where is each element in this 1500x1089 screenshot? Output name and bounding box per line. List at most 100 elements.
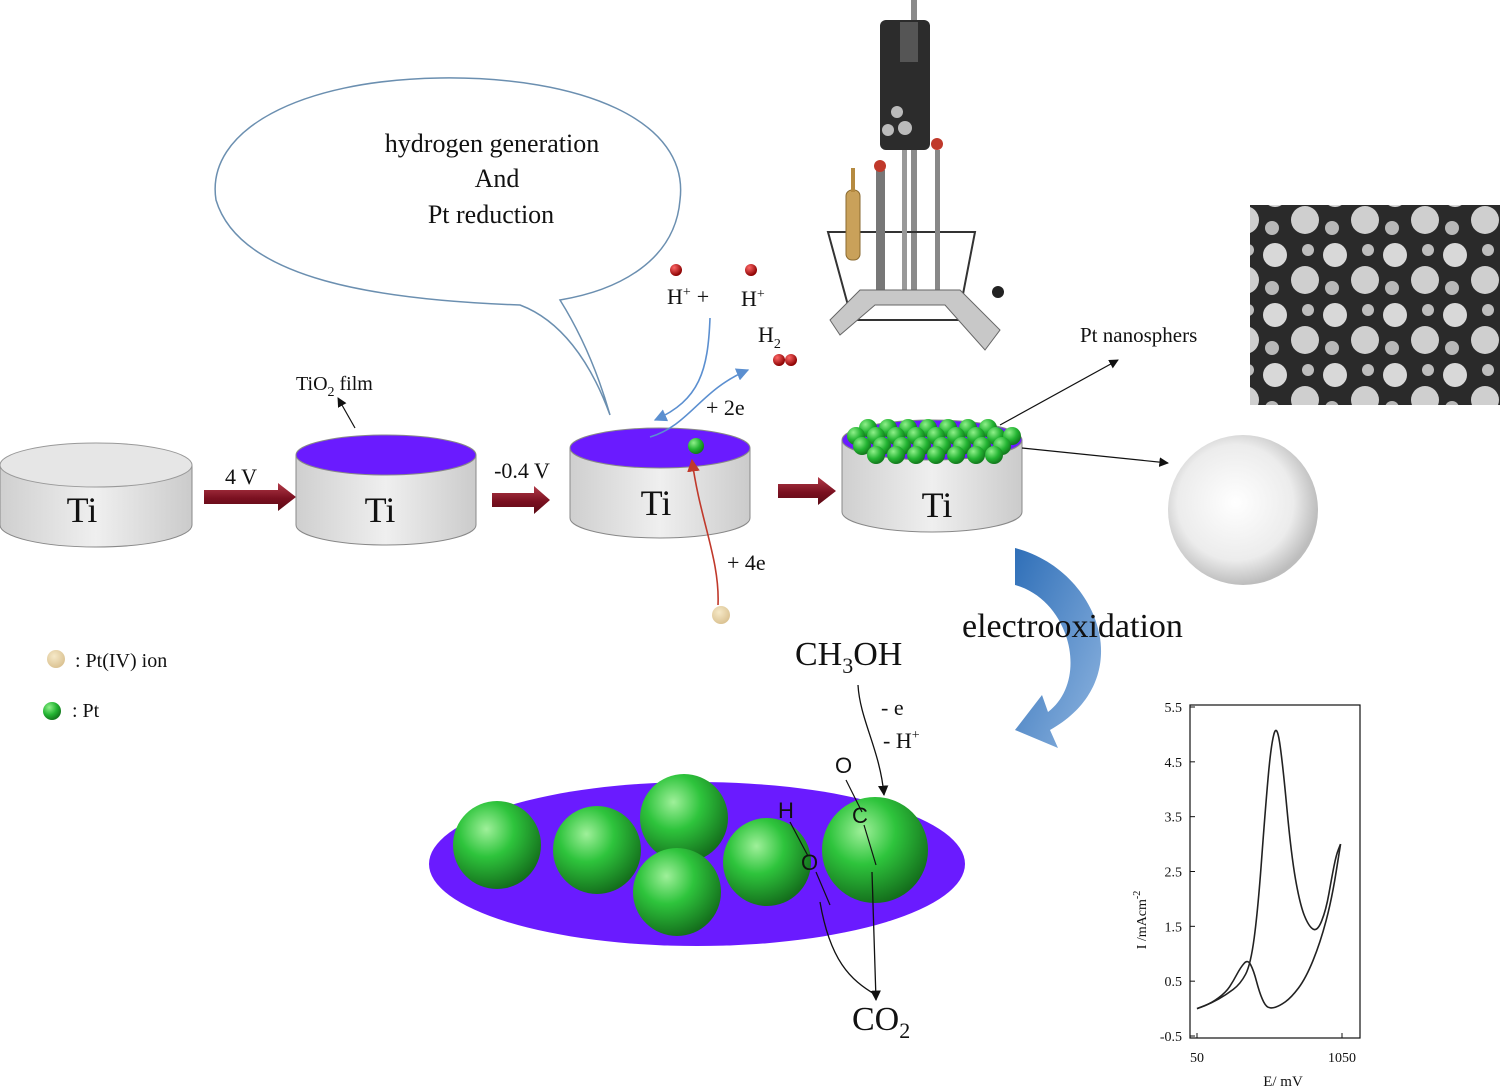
pt-nanosphere: [867, 446, 885, 464]
svg-text:H+: H+: [741, 286, 765, 311]
methanol-b: OH: [853, 636, 902, 673]
h-plus-2: H: [741, 286, 757, 311]
single-nanosphere-image: [1168, 435, 1318, 585]
pt-nanosphere: [927, 446, 945, 464]
pt-nanospheres-callout: Pt nanosphers: [999, 323, 1197, 467]
svg-text:CO2: CO2: [852, 1001, 910, 1043]
cv-series-reverse: [1196, 843, 1342, 1010]
sem-image: [1250, 205, 1500, 405]
svg-text:H++: H++: [667, 284, 709, 309]
co2-formula: CO2: [852, 1001, 910, 1043]
pt-nanosphere: [967, 446, 985, 464]
minus-e-label: - e: [881, 695, 904, 720]
pt-sphere: [453, 801, 541, 889]
chart-xlabel: E/ mV: [1263, 1074, 1303, 1089]
svg-text:I /mAcm-2: I /mAcm-2: [1132, 891, 1150, 950]
svg-text:H2: H2: [758, 322, 781, 352]
y-tick-label: 4.5: [1165, 756, 1183, 771]
methanol-a: CH: [795, 636, 842, 673]
ti-label-2: Ti: [365, 490, 396, 530]
pt-nanosphere: [907, 446, 925, 464]
cv-chart: 5.5 4.5 3.5 2.5 1.5 0.5 -0.5 50 1050 E/ mV I /m…: [1132, 701, 1361, 1089]
y-tick-label: 0.5: [1165, 975, 1183, 990]
electrochemical-apparatus: [826, 0, 1004, 351]
legend-pt-ion: : Pt(IV) ion: [75, 650, 167, 672]
proton-reaction: H++ H+ H2 + 2e: [649, 264, 797, 438]
legend-pt-swatch: [43, 702, 61, 720]
y-tick-label: 2.5: [1165, 866, 1183, 881]
bubble-line-2: And: [475, 164, 520, 193]
pt-sphere: [553, 806, 641, 894]
svg-text:CH3OH: CH3OH: [795, 636, 902, 678]
chart-ylabel-sup: -2: [1132, 891, 1143, 899]
pt-sphere: [723, 818, 811, 906]
ion-reduction: + 4e: [687, 458, 766, 624]
methanol-formula: CH3OH - e - H+: [795, 636, 920, 797]
pt-electrode-surface: O C H O: [429, 753, 965, 1002]
y-tick-label: 1.5: [1165, 920, 1183, 935]
y-tick-label: 5.5: [1165, 701, 1183, 716]
pt-nanosphere: [853, 437, 871, 455]
ti-disc-tio2: Ti: [295, 434, 477, 546]
red-arrow-2: -0.4 V: [492, 458, 550, 514]
co2-main: CO: [852, 1001, 899, 1038]
ti-label-1: Ti: [67, 490, 98, 530]
h2-sub: 2: [774, 337, 781, 352]
two-electron-label: + 2e: [706, 395, 745, 420]
bubble-line-3: Pt reduction: [428, 200, 554, 229]
red-arrow-1: 4 V: [204, 464, 296, 511]
tio2-film-label: TiO2 film: [296, 373, 373, 429]
big-pt-spheres: [453, 774, 928, 936]
tio2-sub: 2: [328, 385, 335, 400]
pt-sphere-layer: [847, 419, 1021, 464]
pt-nanospheres-label: Pt nanosphers: [1080, 323, 1197, 347]
pt-sphere: [633, 848, 721, 936]
methanol-sub: 3: [842, 653, 853, 678]
cv-series-forward: [1196, 729, 1342, 1010]
ti-disc-reduction: Ti: [569, 427, 751, 539]
atom-o-low: O: [801, 850, 818, 875]
co2-sub: 2: [899, 1018, 910, 1043]
pt-nanosphere: [887, 446, 905, 464]
chart-frame: [1189, 704, 1361, 1039]
legend: : Pt(IV) ion : Pt: [43, 650, 167, 722]
h2-main: H: [758, 322, 774, 347]
voltage-label-2: -0.4 V: [494, 458, 550, 483]
ti-label-3: Ti: [641, 483, 672, 523]
svg-text:TiO2 film: TiO2 film: [296, 373, 373, 400]
pt-atom-deposited: [688, 438, 704, 454]
x-tick-label: 50: [1190, 1051, 1204, 1066]
ti-disc-pt-nanospheres: Ti: [841, 419, 1023, 533]
h-plus-1-sup: +: [683, 285, 691, 300]
voltage-label-1: 4 V: [225, 464, 257, 489]
electrooxidation-arrow: electrooxidation: [962, 548, 1183, 748]
electrooxidation-label: electrooxidation: [962, 608, 1183, 645]
minus-h-label: - H: [883, 728, 912, 753]
x-tick-label: 1050: [1328, 1051, 1356, 1066]
y-tick-label: -0.5: [1160, 1030, 1182, 1045]
h-plus-1: H: [667, 284, 683, 309]
ti-disc-bare: Ti: [0, 442, 193, 548]
pt-sphere: [822, 797, 928, 903]
bubble-line-1: hydrogen generation: [385, 129, 599, 158]
svg-text:- H+: - H+: [883, 728, 920, 753]
atom-h: H: [778, 798, 794, 823]
chart-ylabel: I /mAcm: [1135, 899, 1150, 949]
minus-h-sup: +: [912, 728, 920, 743]
pt-nanosphere: [947, 446, 965, 464]
speech-bubble: hydrogen generation And Pt reduction: [214, 77, 682, 416]
tio2-main: TiO: [296, 373, 328, 395]
tio2-rest: film: [335, 373, 374, 395]
four-electron-label: + 4e: [727, 550, 766, 575]
red-arrow-3: [778, 477, 836, 505]
ti-label-4: Ti: [922, 485, 953, 525]
y-tick-label: 3.5: [1165, 811, 1183, 826]
atom-o-top: O: [835, 753, 852, 778]
plus-sign: +: [697, 284, 709, 309]
legend-pt: : Pt: [72, 700, 100, 722]
atom-c: C: [852, 803, 868, 828]
legend-ion-swatch: [47, 650, 65, 668]
pt-sphere: [640, 774, 728, 862]
h-plus-2-sup: +: [757, 287, 765, 302]
